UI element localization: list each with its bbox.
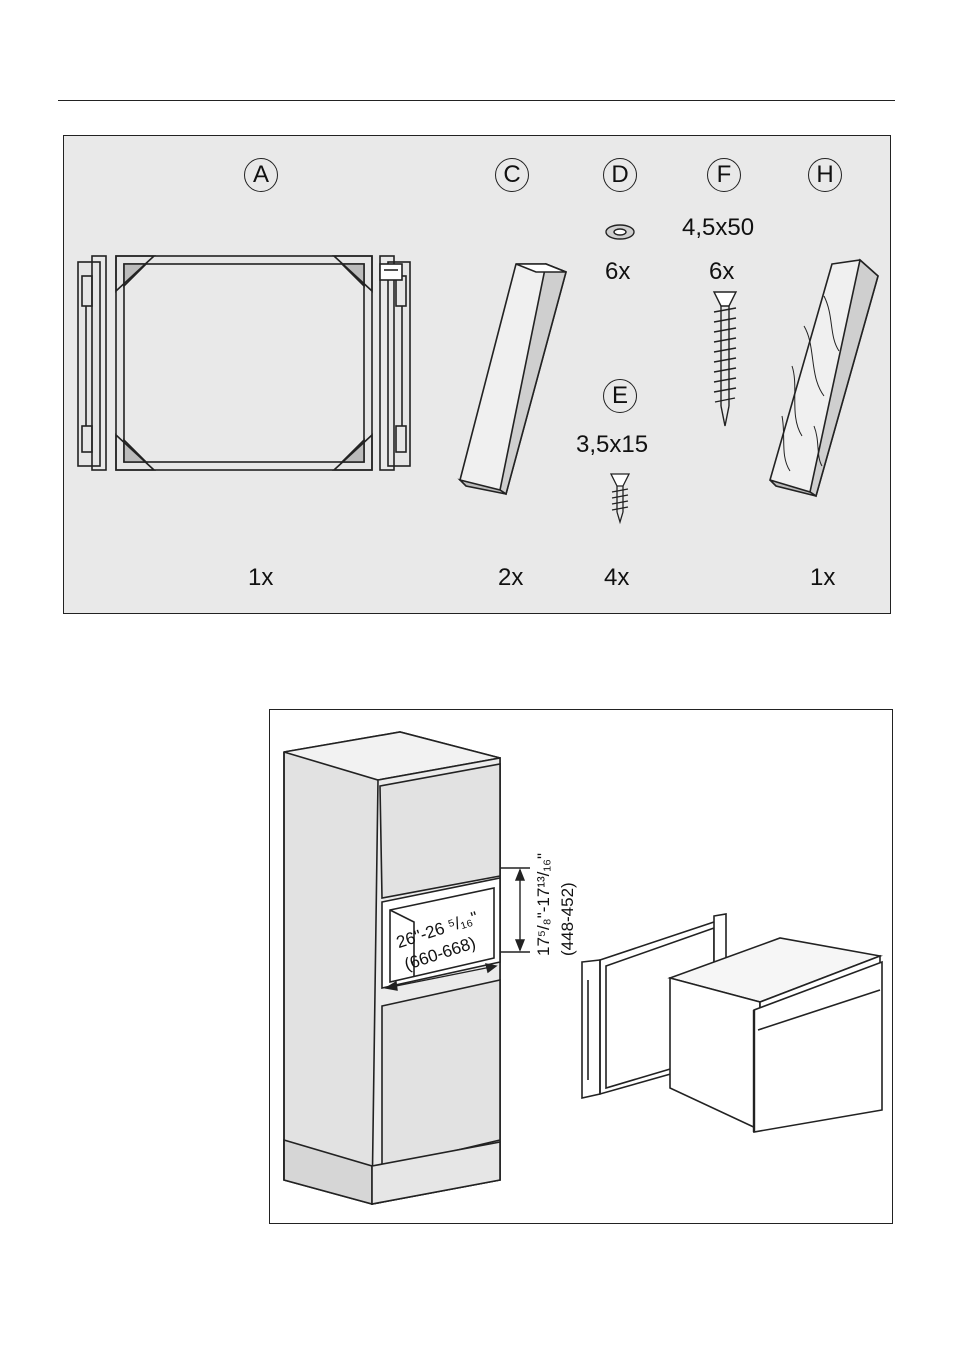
parts-panel: A C D F H E 4,5x50 6x 6x 3,5x15 1x 2x 4x…	[63, 135, 891, 614]
panel-strip-icon	[460, 264, 566, 494]
height-arrow	[500, 868, 530, 952]
installation-panel: 26"-26 ⁵/₁₆" (660-668) 17⁵/₈"-17¹³/₁₆" (…	[269, 709, 893, 1224]
parts-illustrations	[64, 136, 892, 615]
height-dimension-in: 17⁵/₈"-17¹³/₁₆"	[534, 853, 554, 956]
part-e-size: 3,5x15	[576, 431, 648, 459]
part-d-count: 6x	[605, 258, 630, 286]
part-e-count: 4x	[604, 564, 629, 592]
top-rule	[58, 100, 895, 101]
cabinet-icon	[284, 732, 500, 1204]
installation-illustration	[270, 710, 894, 1225]
part-letter-d: D	[603, 158, 637, 192]
part-letter-f: F	[707, 158, 741, 192]
part-f-count: 6x	[709, 258, 734, 286]
part-a-count: 1x	[248, 564, 273, 592]
part-c-count: 2x	[498, 564, 523, 592]
screw-icon	[611, 474, 629, 522]
washer-icon	[606, 225, 634, 239]
height-dimension-mm: (448-452)	[558, 882, 578, 956]
part-letter-e: E	[603, 379, 637, 413]
part-letter-h: H	[808, 158, 842, 192]
part-letter-c: C	[495, 158, 529, 192]
appliance-icon	[670, 938, 882, 1132]
wood-block-icon	[770, 260, 878, 496]
frame-icon	[78, 256, 410, 470]
screw-icon	[714, 292, 736, 426]
part-f-size: 4,5x50	[682, 214, 754, 242]
part-letter-a: A	[244, 158, 278, 192]
part-h-count: 1x	[810, 564, 835, 592]
